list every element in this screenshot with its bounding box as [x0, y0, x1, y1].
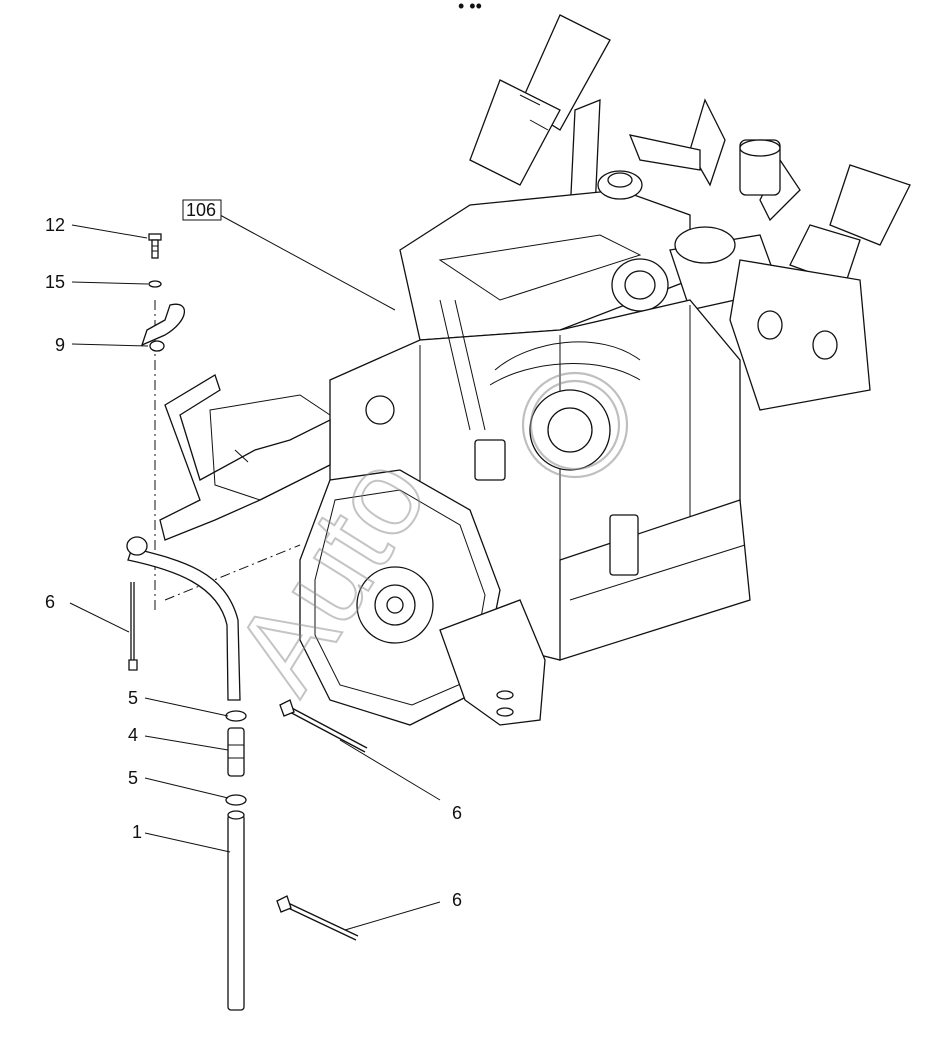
cable-tie-middle [279, 699, 368, 753]
washer-part [148, 280, 162, 288]
clamp-part [140, 303, 186, 352]
cable-tie-bottom [276, 895, 359, 941]
callout-4: 4 [128, 725, 138, 745]
callout-6-mid: 6 [452, 803, 462, 823]
callout-106-box [182, 199, 222, 221]
leader-lines [69, 214, 441, 931]
engine-assembly [299, 14, 911, 726]
cable-tie-left [128, 582, 138, 671]
header-mark: • •• [458, 0, 482, 16]
callout-5-bottom: 5 [128, 768, 138, 788]
callout-9: 9 [55, 335, 65, 355]
callout-6-bottom: 6 [452, 890, 462, 910]
callout-6-left: 6 [45, 592, 55, 612]
callout-1: 1 [132, 822, 142, 842]
callout-106: 106 [186, 200, 216, 220]
bolt-part [148, 233, 162, 259]
callout-12: 12 [45, 215, 65, 235]
callout-15: 15 [45, 272, 65, 292]
callout-5-top: 5 [128, 688, 138, 708]
dipstick-tube-assembly [126, 300, 331, 1011]
